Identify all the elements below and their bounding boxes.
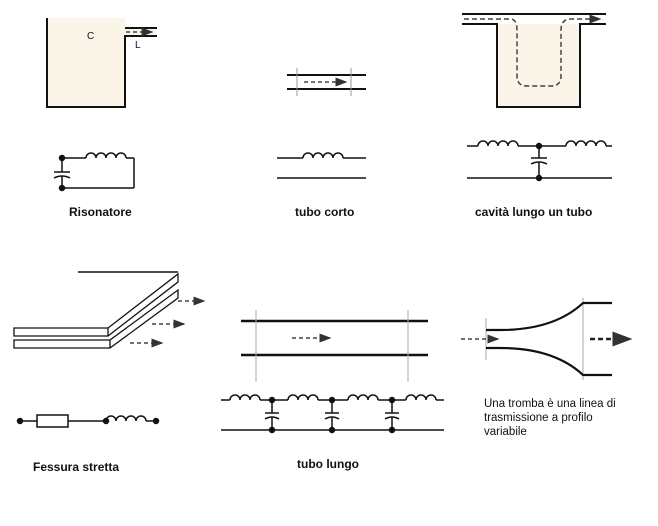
resistor	[36, 414, 69, 428]
horn-note-line-3: variabile	[484, 426, 527, 438]
label-risonatore: Risonatore	[69, 205, 132, 219]
horn-note-line-2: trasmissione a profilo	[484, 412, 593, 424]
capacitance-letter: C	[87, 31, 95, 42]
cavity-shape	[462, 13, 606, 108]
horn-note-line-1: Una tromba è una linea di	[484, 398, 616, 410]
short-tube	[287, 68, 366, 96]
narrow-slot-circuit	[16, 414, 160, 428]
horn	[461, 298, 633, 380]
resonator-circuit	[53, 152, 135, 192]
label-tubo-corto: tubo corto	[295, 205, 355, 219]
label-fessura: Fessura stretta	[33, 460, 120, 474]
resonator-shape	[46, 18, 157, 108]
inductor-coil	[85, 152, 127, 159]
cavity-circuit	[467, 140, 612, 182]
long-tube-circuit	[221, 394, 444, 434]
horn-note: Una tromba è una linea di trasmissione a…	[484, 397, 644, 439]
inductance-letter: L	[135, 40, 141, 51]
long-tube	[241, 310, 428, 382]
label-cavita: cavità lungo un tubo	[475, 205, 593, 219]
short-tube-circuit	[277, 152, 366, 179]
label-tubo-lungo: tubo lungo	[297, 457, 359, 471]
narrow-slot	[13, 271, 206, 349]
